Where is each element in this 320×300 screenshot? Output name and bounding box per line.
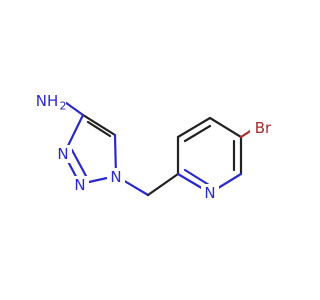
atom-nh2: NH 2 xyxy=(32,90,67,113)
bond-c3-c4 xyxy=(176,116,212,139)
pyridine-n-label: N xyxy=(204,184,215,202)
atom-n1: N xyxy=(107,168,125,186)
bond-c3-c4-double xyxy=(183,124,212,143)
br-label: Br xyxy=(255,119,272,137)
atom-n2: N xyxy=(71,176,89,194)
pyridine-ring xyxy=(176,116,257,195)
bond-c4-c5-double xyxy=(86,120,112,138)
bond-c4-c5 xyxy=(208,116,243,139)
atom-n3: N xyxy=(54,145,72,163)
bond-ch2-c2 xyxy=(146,172,180,197)
bond-c4-c5 xyxy=(81,113,117,137)
bond-n-c2-double xyxy=(183,168,211,187)
n2-label: N xyxy=(74,176,85,194)
nh2-subscript: 2 xyxy=(60,100,67,113)
molecule-diagram: NH 2 N N N N Br xyxy=(32,90,276,202)
nh2-label: NH xyxy=(36,92,59,110)
atom-br: Br xyxy=(250,118,276,138)
n1-label: N xyxy=(110,168,121,186)
bond-n2-n3-double xyxy=(70,148,88,178)
n3-label: N xyxy=(57,145,68,163)
atom-pyridine-n: N xyxy=(201,184,219,202)
